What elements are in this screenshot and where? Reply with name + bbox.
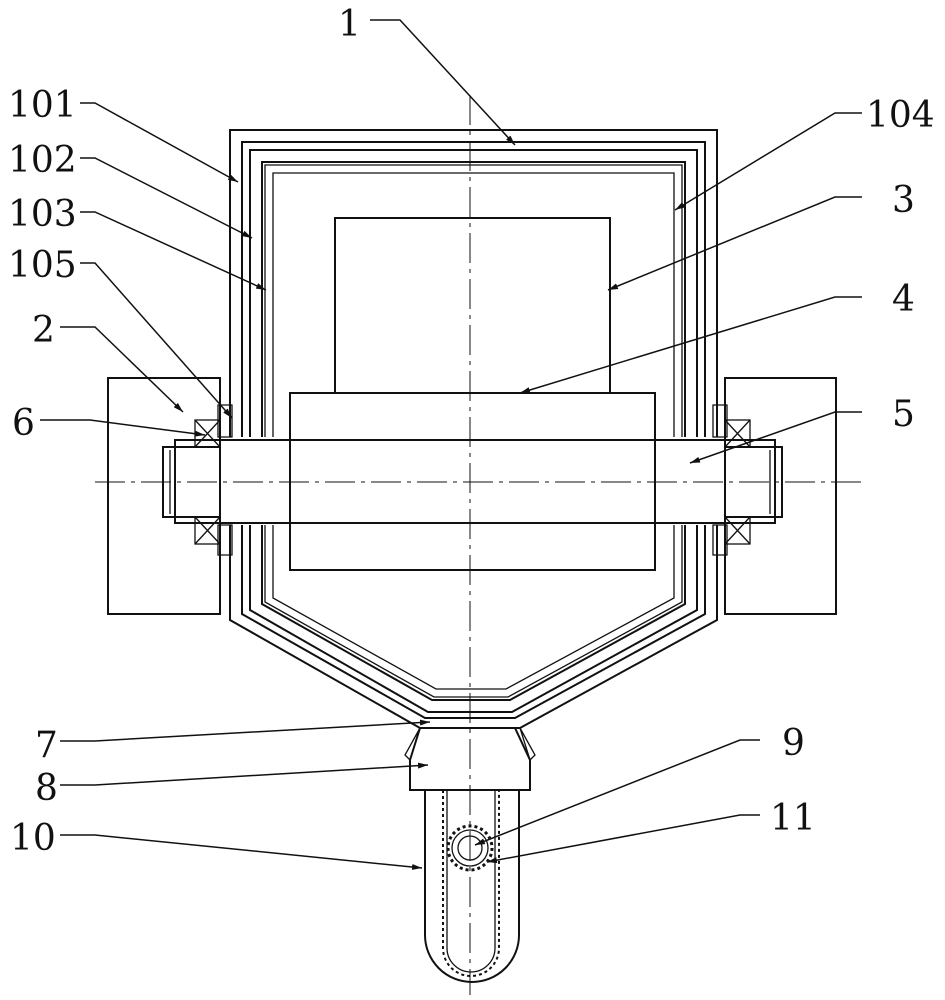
label-2: 2 [32,310,55,351]
label-10: 10 [10,818,56,859]
leader-lines [40,19,862,870]
tube-10 [424,790,520,983]
label-1: 1 [338,4,361,45]
shaft-opening-right [655,437,727,525]
label-6: 6 [12,403,35,444]
seal-105 [217,404,728,556]
label-9: 9 [782,723,805,764]
label-3: 3 [892,180,915,221]
housing-insulation-layer-103 [264,164,683,698]
label-101: 101 [8,85,77,126]
chain-belt [442,790,500,977]
housing-layer-102 [249,149,698,713]
label-4: 4 [892,279,915,320]
discharge-block-8 [409,727,531,791]
shaft-opening-left [218,437,290,525]
label-11: 11 [770,798,816,839]
bearing-seat-left [107,377,221,615]
motor-3 [334,217,611,394]
label-104: 104 [866,95,935,136]
label-7: 7 [35,725,58,766]
label-5: 5 [892,394,915,435]
bearing-seat-right [724,377,837,615]
label-8: 8 [35,768,58,809]
label-105: 105 [8,245,77,286]
label-103: 103 [8,194,77,235]
label-102: 102 [8,140,77,181]
